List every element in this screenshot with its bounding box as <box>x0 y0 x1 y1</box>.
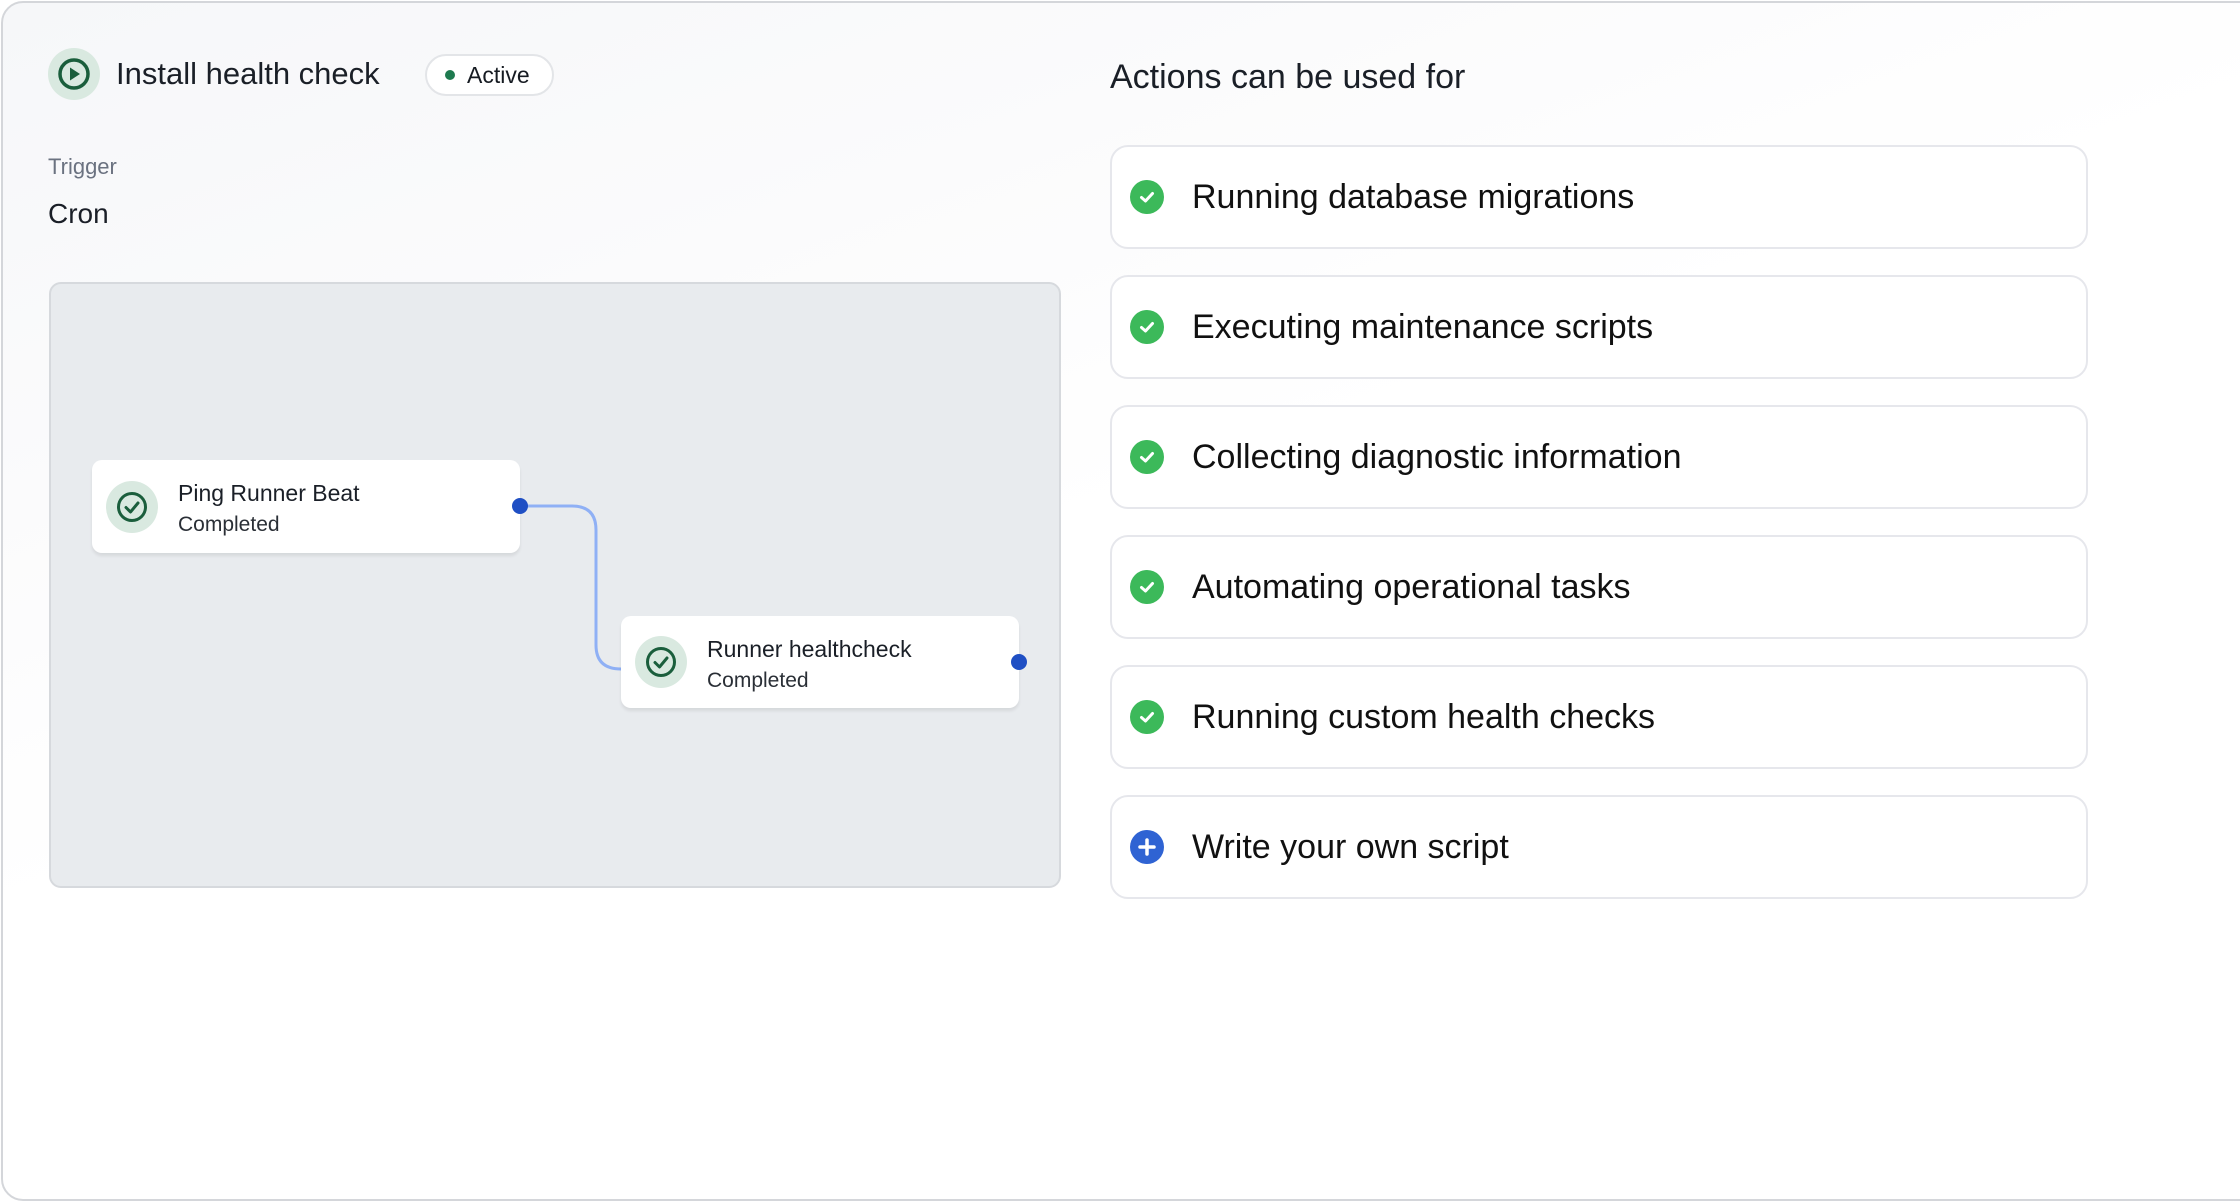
plus-circle-icon <box>1130 830 1164 864</box>
check-circle-icon <box>1130 440 1164 474</box>
action-card[interactable]: Write your own script <box>1110 795 2088 899</box>
action-card[interactable]: Running custom health checks <box>1110 665 2088 769</box>
trigger-value: Cron <box>48 198 109 229</box>
edge-connector <box>520 504 622 671</box>
action-label: Write your own script <box>1192 827 1509 866</box>
check-circle-icon <box>1130 180 1164 214</box>
action-label: Executing maintenance scripts <box>1192 307 1654 346</box>
action-label: Running custom health checks <box>1192 697 1656 736</box>
action-label: Automating operational tasks <box>1192 567 1631 606</box>
status-badge: Active <box>425 54 554 96</box>
status-label: Active <box>467 61 530 88</box>
workflow-node[interactable]: Ping Runner Beat Completed <box>92 460 520 553</box>
workflow-node[interactable]: Runner healthcheck Completed <box>621 616 1019 708</box>
action-label: Collecting diagnostic information <box>1192 437 1682 476</box>
check-circle-icon <box>1130 310 1164 344</box>
check-circle-icon <box>635 636 687 688</box>
check-circle-icon <box>106 480 158 533</box>
workflow-canvas[interactable] <box>49 282 1061 888</box>
action-card[interactable]: Automating operational tasks <box>1110 535 2088 639</box>
output-port[interactable] <box>512 498 528 514</box>
action-label: Running database migrations <box>1192 177 1635 216</box>
action-card[interactable]: Collecting diagnostic information <box>1110 405 2088 509</box>
workflow-title: Install health check <box>116 56 380 91</box>
action-card[interactable]: Executing maintenance scripts <box>1110 275 2088 379</box>
output-port[interactable] <box>1011 654 1027 670</box>
node-title: Ping Runner Beat <box>178 480 360 506</box>
node-status: Completed <box>707 669 809 692</box>
actions-heading: Actions can be used for <box>1110 58 1466 96</box>
node-title: Runner healthcheck <box>707 636 912 662</box>
node-status: Completed <box>178 513 280 536</box>
trigger-label: Trigger <box>48 154 117 179</box>
action-card[interactable]: Running database migrations <box>1110 145 2088 249</box>
check-circle-icon <box>1130 700 1164 734</box>
play-icon <box>48 48 100 100</box>
status-dot-icon <box>445 70 455 80</box>
check-circle-icon <box>1130 570 1164 604</box>
